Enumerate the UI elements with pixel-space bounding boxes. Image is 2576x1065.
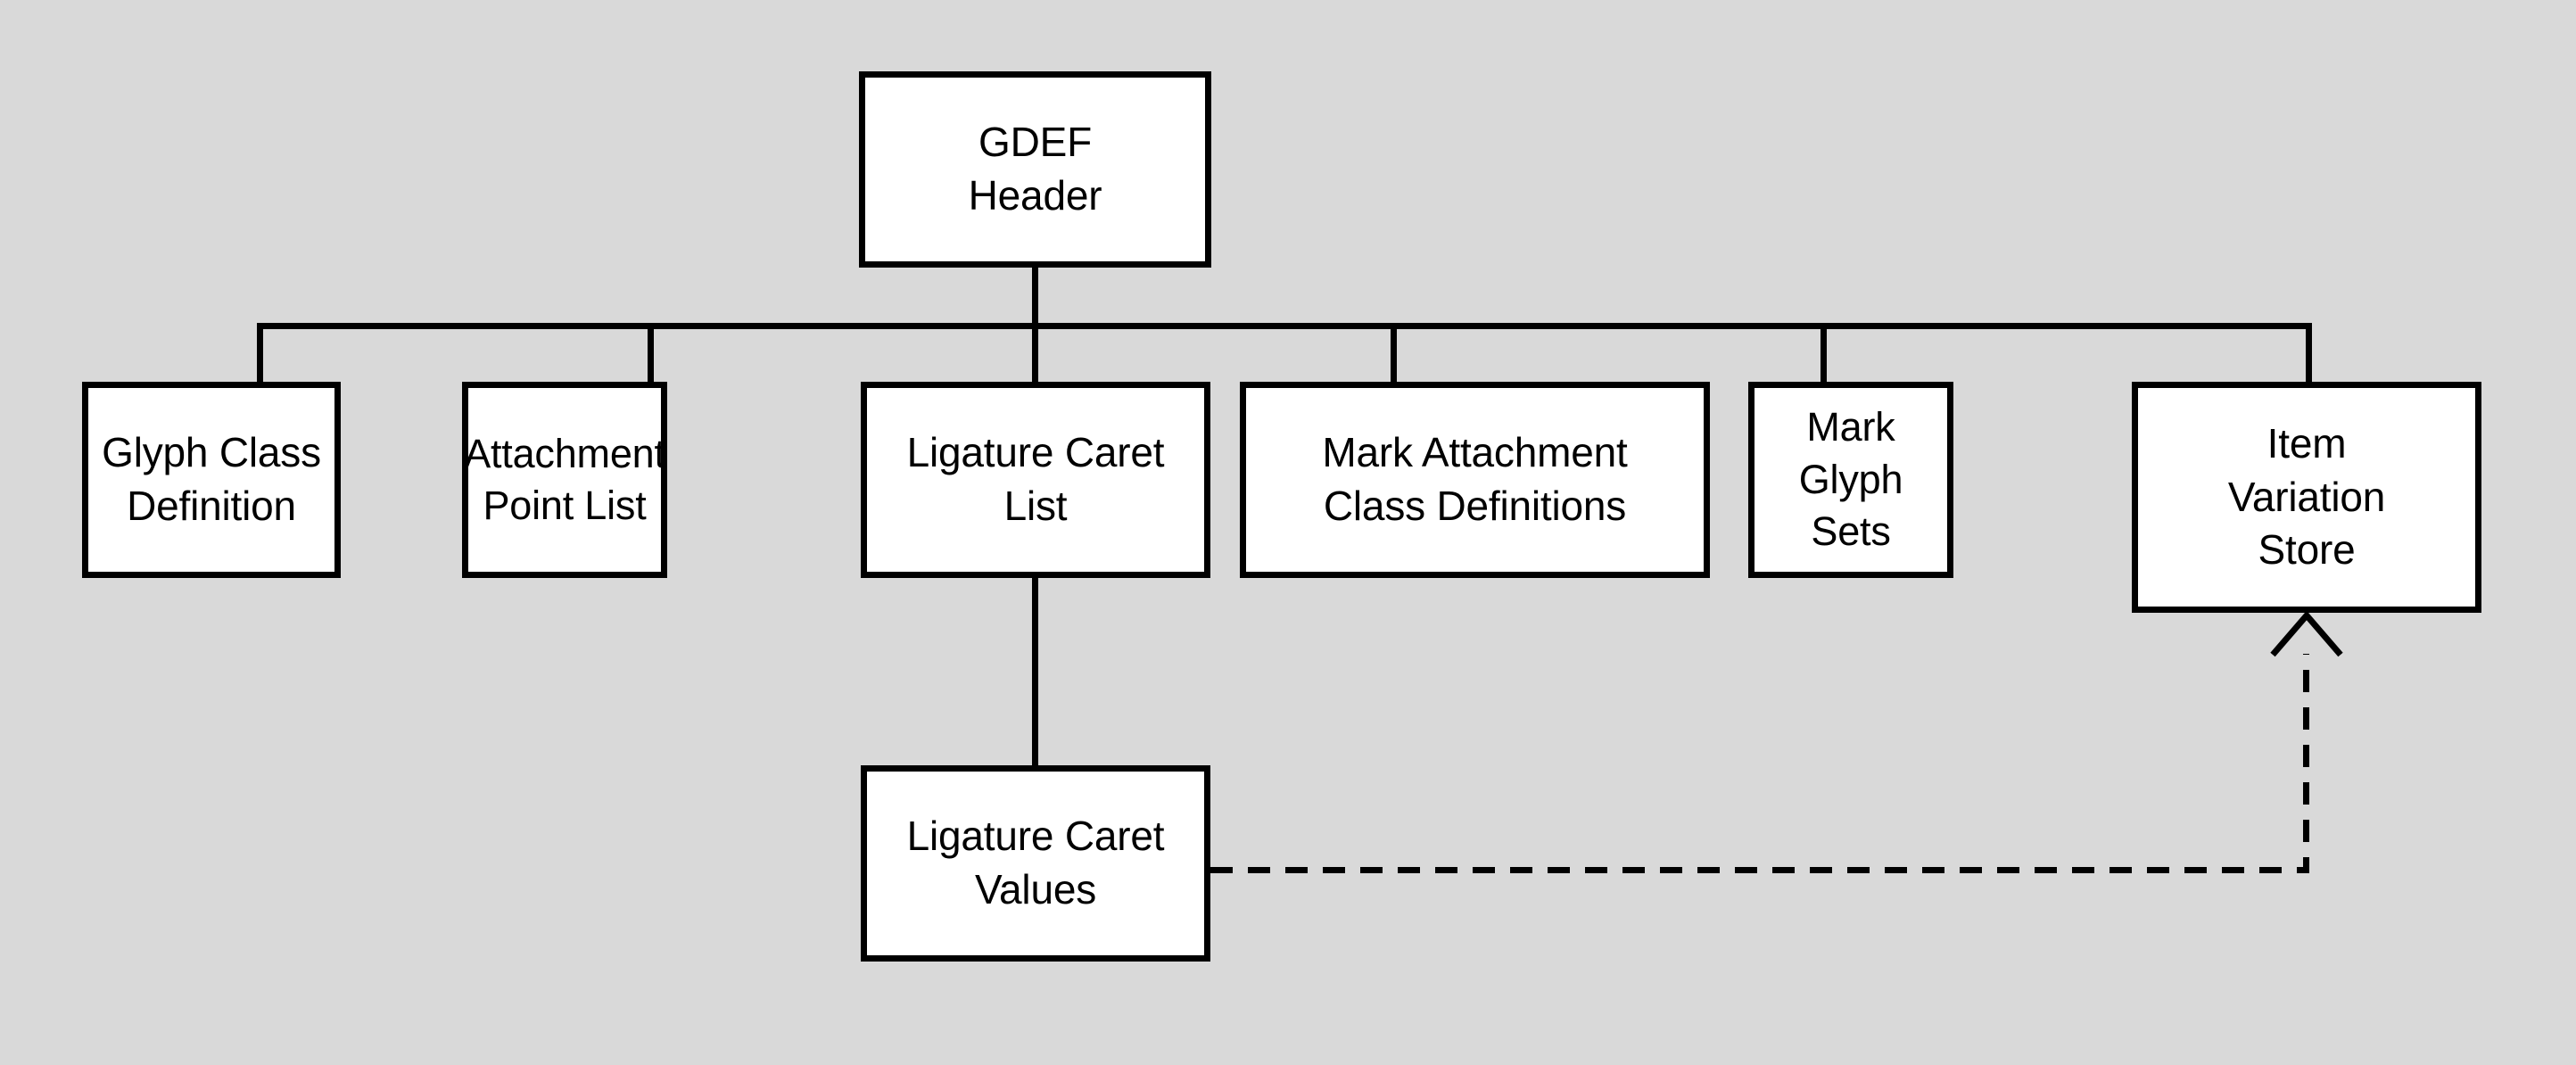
node-mark-glyph-sets[interactable]: Mark Glyph Sets — [1748, 382, 1953, 578]
node-item-variation-store[interactable]: Item Variation Store — [2132, 382, 2481, 613]
node-ligature-caret-list[interactable]: Ligature Caret List — [861, 382, 1210, 578]
node-ligature-caret-values[interactable]: Ligature Caret Values — [861, 765, 1210, 962]
node-gdef-header[interactable]: GDEF Header — [859, 71, 1211, 268]
arrowhead-open-up-icon — [2270, 610, 2343, 657]
node-glyph-class-definition[interactable]: Glyph Class Definition — [82, 382, 341, 578]
node-mark-attachment-class-definitions[interactable]: Mark Attachment Class Definitions — [1240, 382, 1710, 578]
connector-ligature-caret-values-to-item-variation-store — [1210, 654, 2309, 873]
node-attachment-point-list[interactable]: Attachment Point List — [462, 382, 667, 578]
